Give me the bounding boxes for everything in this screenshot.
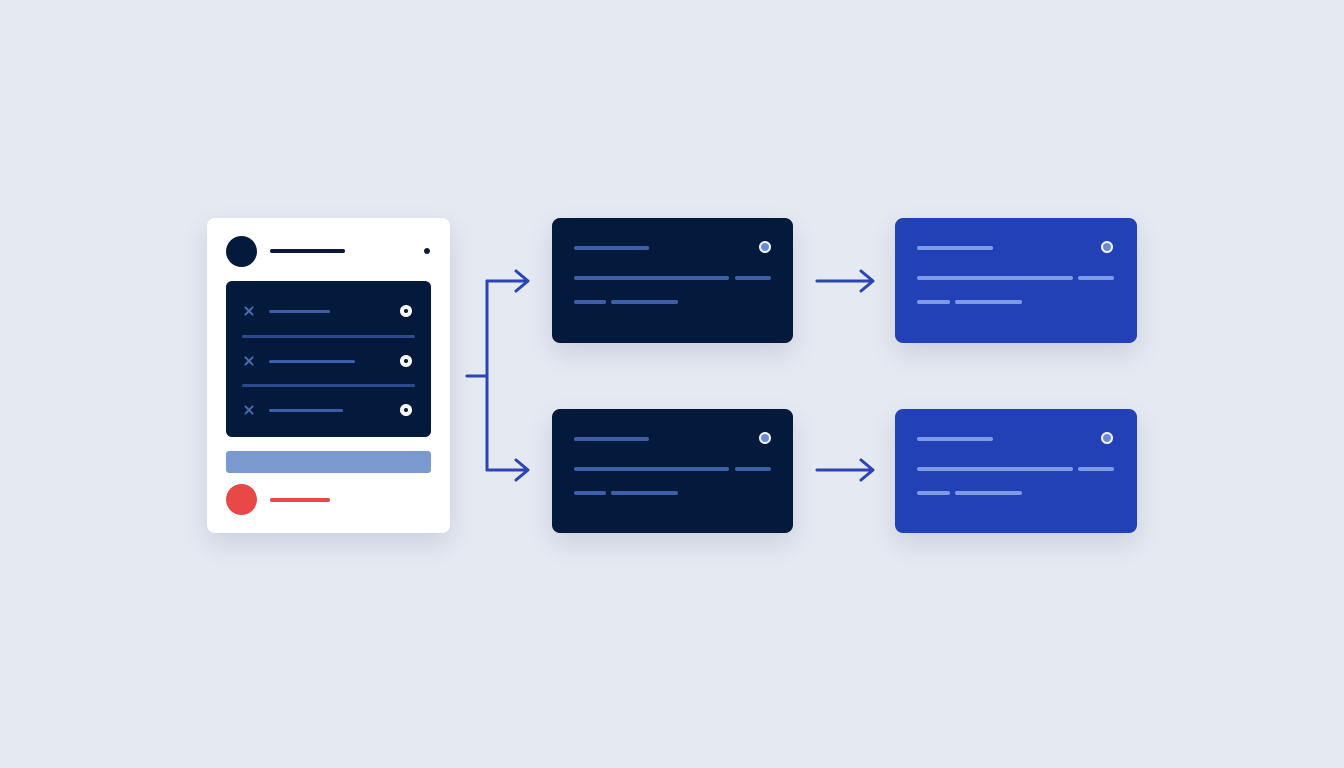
arrow-to-stage-1-bottom [485,458,530,482]
red-circle-icon[interactable] [226,484,257,515]
card-text-line [955,491,1022,495]
divider [242,335,415,338]
toggle-icon[interactable] [400,305,412,317]
stage-2-top-card[interactable] [895,218,1137,343]
close-icon[interactable] [243,355,255,367]
stage-1-top-card[interactable] [552,218,793,343]
source-card[interactable] [207,218,450,533]
stage-2-bottom-card[interactable] [895,409,1137,533]
card-title-line [917,437,993,441]
card-title-line [574,246,649,250]
card-text-line [1078,467,1114,471]
card-text-line [917,491,950,495]
list-item-line [269,360,355,363]
card-title-line [917,246,993,250]
action-bar[interactable] [226,451,431,473]
card-text-line [611,300,678,304]
card-text-line [735,467,771,471]
card-text-line [611,491,678,495]
list-item-line [269,409,343,412]
card-text-line [735,276,771,280]
arrow-to-stage-2-top [815,269,875,293]
card-text-line [917,300,950,304]
footer-line [270,498,330,502]
status-dot-icon[interactable] [759,432,771,444]
card-text-line [574,300,606,304]
status-dot-icon[interactable] [759,241,771,253]
card-text-line [955,300,1022,304]
card-text-line [574,491,606,495]
card-text-line [917,276,1073,280]
status-dot-icon[interactable] [1101,432,1113,444]
toggle-icon[interactable] [400,404,412,416]
status-dot-icon[interactable] [1101,241,1113,253]
close-icon[interactable] [243,404,255,416]
card-title-line [574,437,649,441]
dot-menu-icon[interactable] [424,248,430,254]
title-line [270,249,345,253]
stage-1-bottom-card[interactable] [552,409,793,533]
close-icon[interactable] [243,305,255,317]
arrow-to-stage-1-top [485,269,530,293]
item-list-panel [226,281,431,437]
branch-connector [465,279,489,472]
toggle-icon[interactable] [400,355,412,367]
list-item-line [269,310,330,313]
divider [242,384,415,387]
card-text-line [574,467,729,471]
avatar[interactable] [226,236,257,267]
arrow-to-stage-2-bottom [815,458,875,482]
card-text-line [574,276,729,280]
card-text-line [1078,276,1114,280]
card-text-line [917,467,1073,471]
